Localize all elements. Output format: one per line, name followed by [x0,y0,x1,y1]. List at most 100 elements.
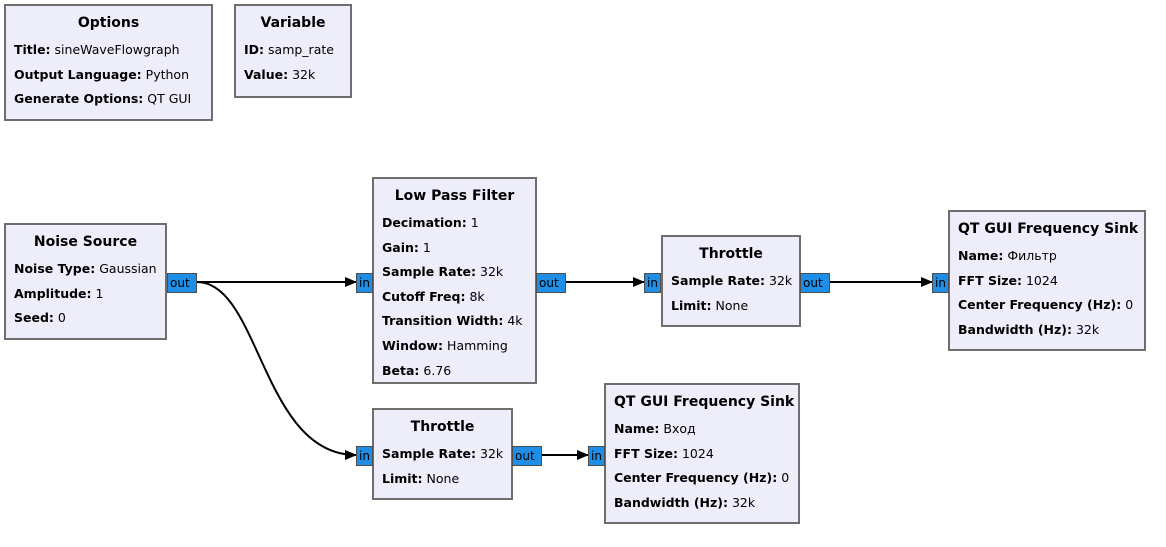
param-value: 8k [469,288,485,304]
low-pass-filter-block[interactable]: Low Pass Filter Decimation: 1 Gain: 1 Sa… [372,177,537,384]
param-value: QT GUI [147,91,192,107]
param-key: Sample Rate: [382,446,477,461]
param-key: Center Frequency (Hz): [958,297,1122,313]
noise-source-block[interactable]: Noise Source Noise Type: Gaussian Amplit… [4,223,167,340]
block-title: QT GUI Frequency Sink [614,394,795,410]
block-title: Options [77,15,140,31]
param-value: 1024 [681,445,714,461]
param-row: Bandwidth (Hz): 32k [614,491,790,516]
param-value: samp_rate [268,42,334,57]
param-value: 1 [470,215,479,230]
param-value: None [715,297,749,313]
freq-sink-bottom-in-port[interactable]: in [588,446,605,466]
param-value: 32k [480,446,504,461]
param-value: 4k [507,313,523,329]
param-value: 6.76 [423,362,452,378]
param-value: 32k [1075,321,1100,337]
param-value: 0 [1125,297,1134,313]
param-row: Beta: 6.76 [382,359,527,384]
low-pass-filter-out-port[interactable]: out [536,273,566,293]
param-value: None [426,470,460,486]
throttle-bottom-in-port[interactable]: in [356,446,373,466]
param-key: Title: [14,42,51,57]
param-value: 1 [422,239,431,255]
param-key: Noise Type: [14,261,96,276]
param-key: ID: [244,42,265,57]
param-key: FFT Size: [958,272,1022,288]
options-block[interactable]: Options Title: sineWaveFlowgraph Output … [4,4,213,121]
param-row: Cutoff Freq: 8k [382,285,527,310]
param-value: 32k [480,264,504,280]
param-value: 32k [292,66,316,82]
param-value: 1 [95,285,104,301]
param-row: ID: samp_rate [244,38,342,63]
param-key: Gain: [382,239,419,255]
param-row: Gain: 1 [382,236,527,261]
freq-sink-top-in-port[interactable]: in [932,273,949,293]
param-key: Cutoff Freq: [382,288,466,304]
param-row: Center Frequency (Hz): 0 [614,466,790,491]
block-title: QT GUI Frequency Sink [958,221,1139,237]
param-key: Bandwidth (Hz): [614,494,728,510]
throttle-top-block[interactable]: Throttle Sample Rate: 32k Limit: None [661,235,801,327]
param-key: FFT Size: [614,445,678,461]
throttle-top-in-port[interactable]: in [644,273,661,293]
param-row: Sample Rate: 32k [382,442,503,467]
param-row: Generate Options: QT GUI [14,87,203,112]
variable-block[interactable]: Variable ID: samp_rate Value: 32k [234,4,352,98]
param-key: Limit: [382,470,423,486]
param-value: Gaussian [99,261,157,276]
param-row: Name: Вход [614,417,790,442]
block-title: Noise Source [33,234,138,250]
param-value: 0 [781,470,790,486]
param-key: Output Language: [14,66,142,82]
param-value: sineWaveFlowgraph [54,42,180,57]
param-key: Seed: [14,310,54,326]
param-row: Transition Width: 4k [382,309,527,334]
param-key: Transition Width: [382,313,504,329]
param-key: Decimation: [382,215,467,230]
wire-noise-to-throttle-bottom[interactable] [196,281,357,460]
block-title: Low Pass Filter [394,188,515,204]
param-value: 1024 [1025,272,1058,288]
param-key: Value: [244,66,289,82]
param-row: Seed: 0 [14,306,157,331]
block-title: Variable [260,15,326,31]
throttle-bottom-out-port[interactable]: out [512,446,542,466]
param-value: 0 [57,310,66,326]
param-key: Limit: [671,297,712,313]
param-key: Sample Rate: [382,264,477,280]
throttle-top-out-port[interactable]: out [800,273,830,293]
block-title: Throttle [410,419,475,435]
param-row: Amplitude: 1 [14,282,157,307]
param-value: Hamming [447,337,508,353]
low-pass-filter-in-port[interactable]: in [356,273,373,293]
param-row: Limit: None [382,467,503,492]
param-value: Фильтр [1007,248,1057,263]
param-key: Amplitude: [14,285,92,301]
param-row: FFT Size: 1024 [614,442,790,467]
noise-source-out-port[interactable]: out [167,273,197,293]
param-row: Sample Rate: 32k [671,269,793,294]
param-key: Bandwidth (Hz): [958,321,1072,337]
param-key: Name: [958,248,1004,263]
param-row: FFT Size: 1024 [958,269,1136,294]
param-value: Python [145,66,190,82]
param-key: Name: [614,421,660,436]
param-row: Title: sineWaveFlowgraph [14,38,203,63]
param-row: Output Language: Python [14,63,203,88]
freq-sink-top-block[interactable]: QT GUI Frequency Sink Name: Фильтр FFT S… [948,210,1146,351]
throttle-bottom-block[interactable]: Throttle Sample Rate: 32k Limit: None [372,408,513,500]
param-row: Sample Rate: 32k [382,260,527,285]
param-row: Value: 32k [244,63,342,88]
param-row: Name: Фильтр [958,244,1136,269]
param-value: 32k [769,273,793,288]
param-key: Center Frequency (Hz): [614,470,778,486]
block-title: Throttle [699,246,763,262]
param-row: Decimation: 1 [382,211,527,236]
freq-sink-bottom-block[interactable]: QT GUI Frequency Sink Name: Вход FFT Siz… [604,383,800,524]
param-row: Limit: None [671,294,791,319]
param-value: 32k [731,494,756,510]
param-row: Noise Type: Gaussian [14,257,157,282]
